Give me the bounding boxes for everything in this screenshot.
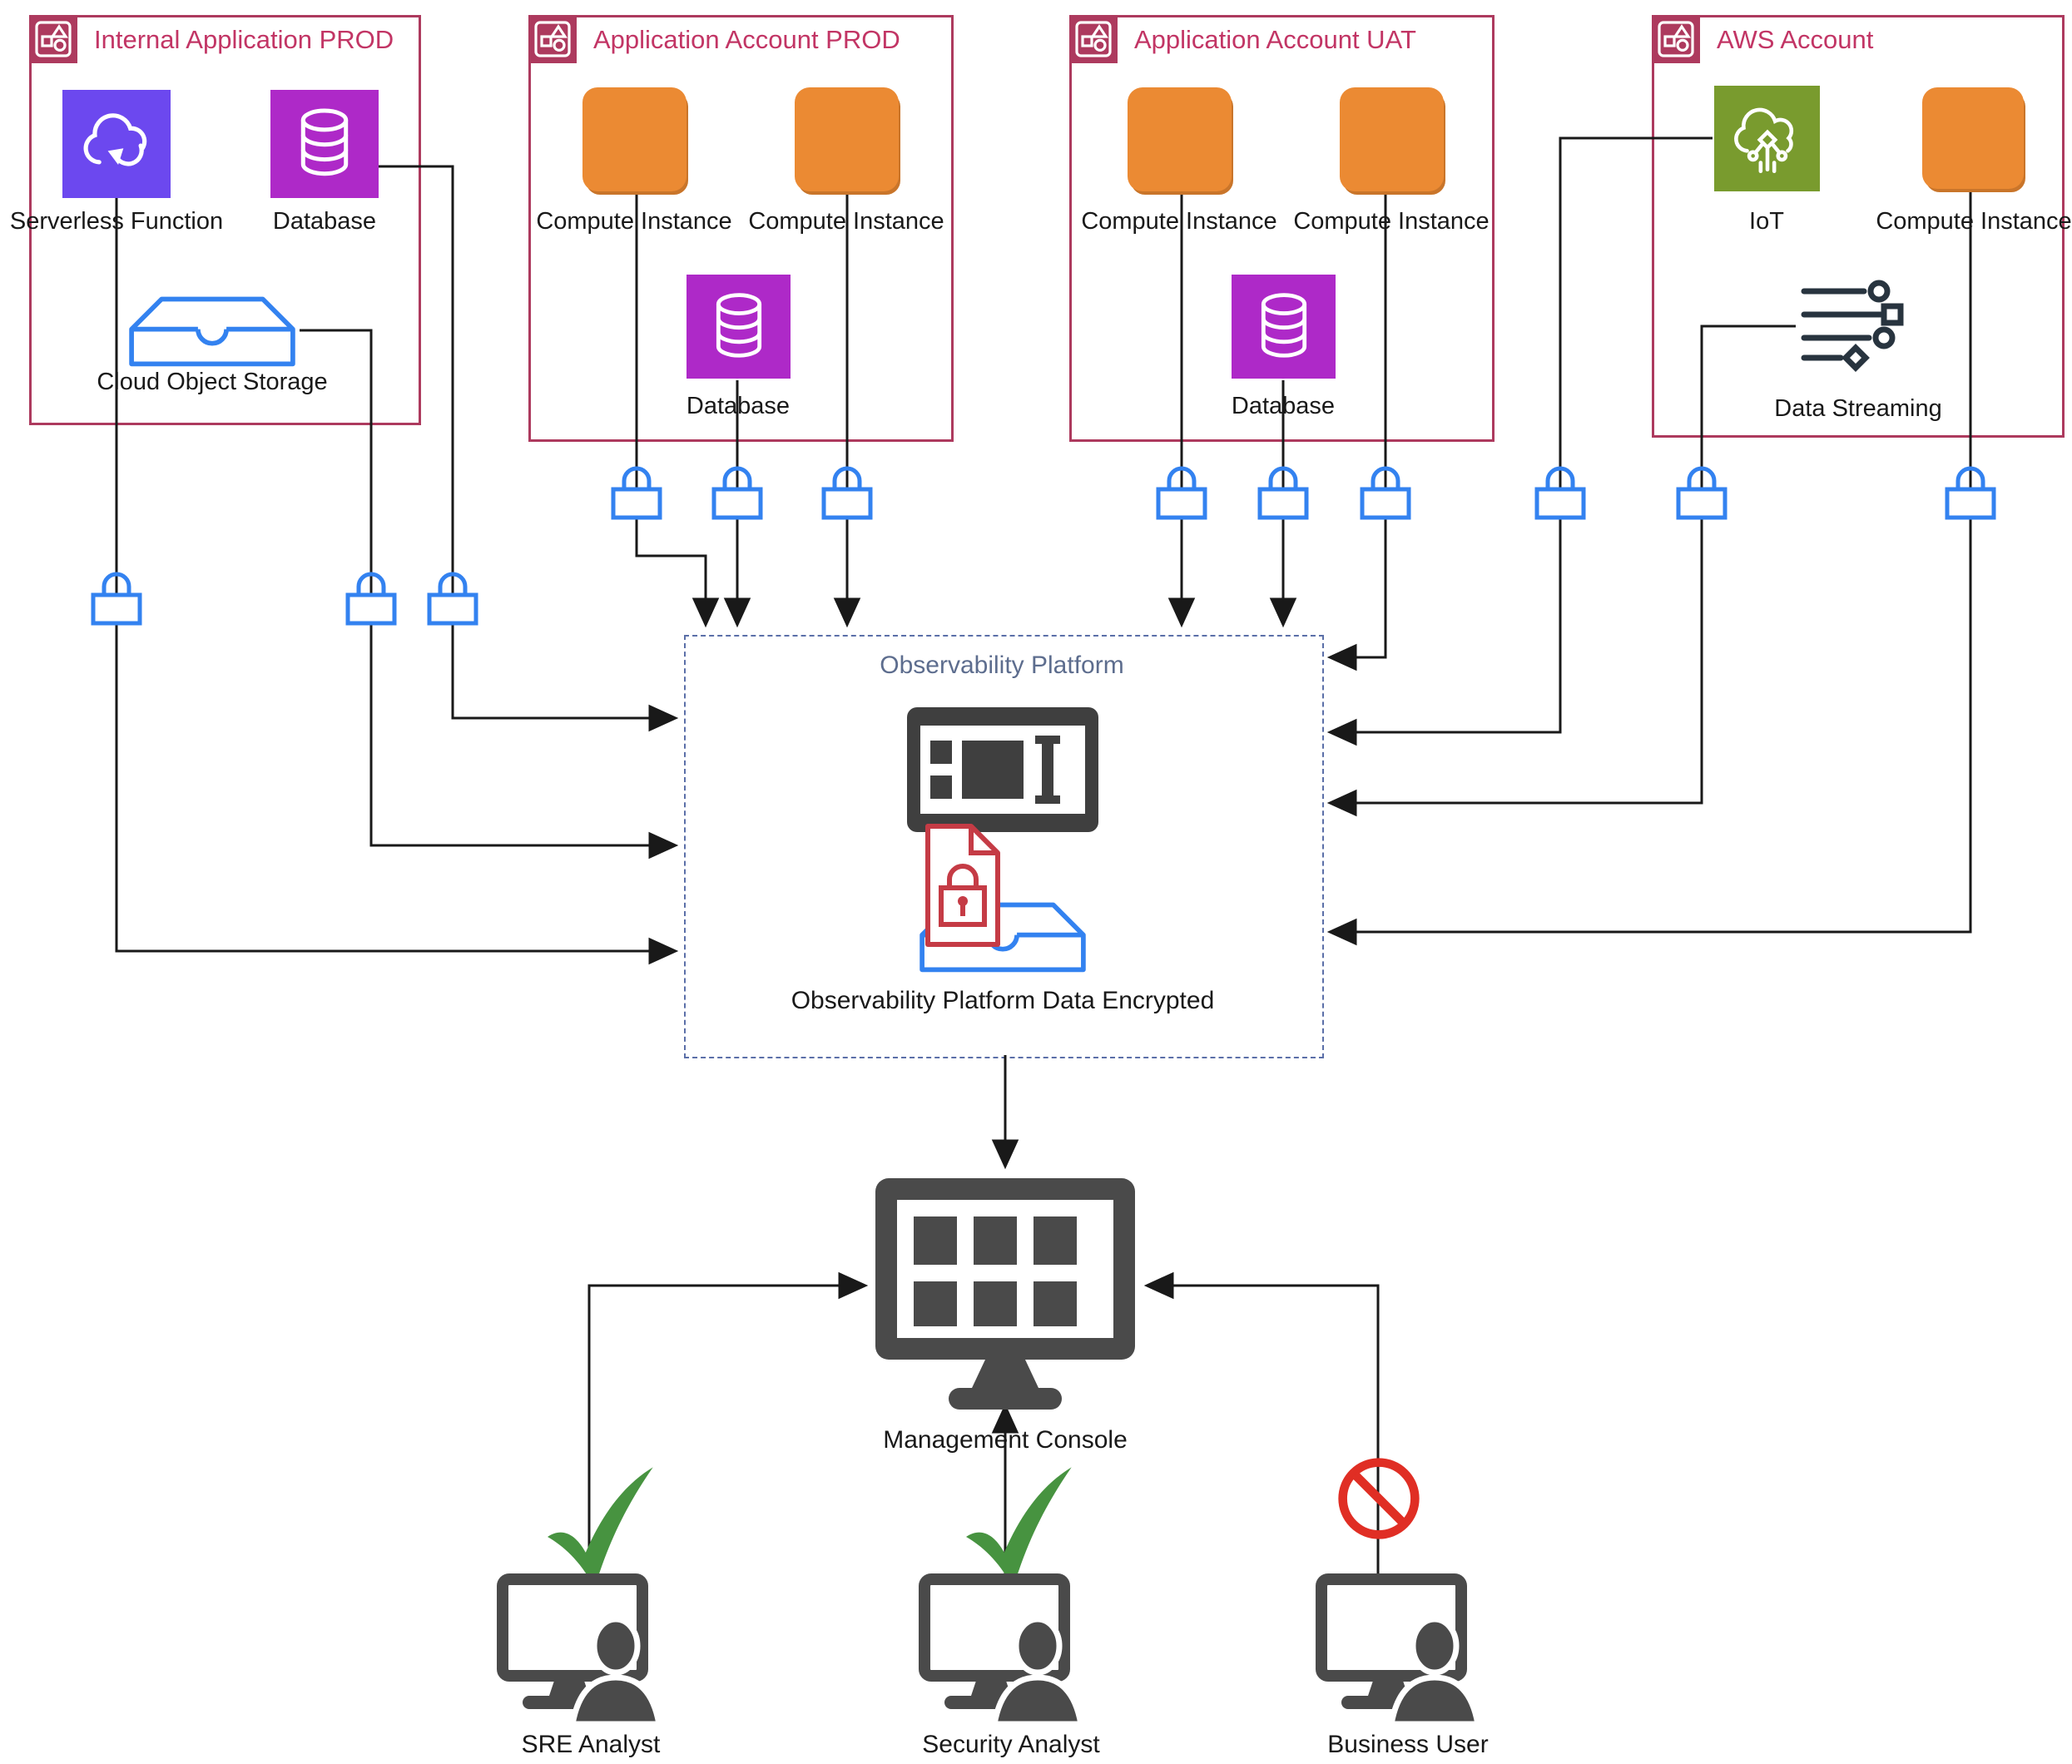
- connector-streaming-to-platform: [1326, 325, 1796, 817]
- user-label: SRE Analyst: [521, 1731, 661, 1758]
- lock-icon: [1534, 456, 1587, 525]
- compute-instance-icon: [1922, 87, 2024, 189]
- iot-icon: [1714, 86, 1820, 191]
- connector-iot-to-platform: [1326, 136, 1713, 746]
- compute-instance-icon: [1128, 87, 1232, 191]
- database-icon: [1232, 275, 1336, 379]
- compute-instance-icon: [582, 87, 687, 191]
- lock-icon: [1257, 456, 1310, 525]
- database-label: Database: [1231, 393, 1336, 419]
- resource-group-icon: [29, 15, 77, 63]
- compute-instance-icon: [795, 87, 899, 191]
- lock-icon: [1155, 456, 1208, 525]
- no-entry-icon: [1335, 1454, 1423, 1547]
- connector-database1-to-platform: [379, 165, 679, 732]
- check-icon: [959, 1463, 1076, 1596]
- compute-instance-label: Compute Instance: [1293, 208, 1490, 235]
- serverless-function-icon: [62, 90, 171, 198]
- compute-instance-label: Compute Instance: [1081, 208, 1277, 235]
- account-box-application-account-prod: [528, 15, 954, 442]
- lock-icon: [1944, 456, 1997, 525]
- user-at-computer-icon: [918, 1573, 1093, 1728]
- compute-instance-label: Compute Instance: [1876, 208, 2072, 235]
- resource-group-icon: [1069, 15, 1118, 63]
- lock-icon: [1359, 456, 1412, 525]
- lock-icon: [345, 562, 398, 631]
- user-label: Security Analyst: [922, 1731, 1100, 1758]
- lock-icon: [820, 456, 874, 525]
- account-title: Application Account UAT: [1134, 25, 1416, 54]
- resource-group-icon: [528, 15, 577, 63]
- compute-instance-label: Compute Instance: [536, 208, 732, 235]
- lock-icon: [711, 456, 764, 525]
- resource-group-icon: [1652, 15, 1700, 63]
- user-label: Business User: [1327, 1731, 1489, 1758]
- account-title: Internal Application PROD: [94, 25, 394, 54]
- account-title: AWS Account: [1717, 25, 1874, 54]
- connector-serverless-to-platform: [115, 198, 679, 965]
- connector-aws-ci-to-platform: [1326, 190, 1972, 946]
- dashboard-icon: [907, 707, 1098, 836]
- database-icon: [270, 90, 379, 198]
- connector-sre-to-console: [587, 1271, 869, 1579]
- connector-prod-ci1-to-platform: [635, 191, 720, 628]
- serverless-function-label: Serverless Function: [9, 208, 224, 235]
- connector-business-to-console: [1143, 1271, 1380, 1579]
- check-icon: [541, 1463, 657, 1596]
- user-at-computer-icon: [1315, 1573, 1490, 1728]
- connector-uat-ci2-to-platform: [1326, 191, 1387, 671]
- observability-platform-title: Observability Platform: [880, 652, 1124, 679]
- user-at-computer-icon: [496, 1573, 671, 1728]
- cloud-object-storage-label: Cloud Object Storage: [97, 369, 328, 395]
- compute-instance-icon: [1340, 87, 1444, 191]
- connector-storage-to-platform: [300, 329, 679, 860]
- data-streaming-icon: [1797, 273, 1918, 384]
- iot-label: IoT: [1749, 208, 1784, 235]
- database-label: Database: [686, 393, 791, 419]
- lock-icon: [1675, 456, 1728, 525]
- platform-data-label: Observability Platform Data Encrypted: [791, 987, 1215, 1014]
- database-label: Database: [272, 208, 377, 235]
- database-icon: [687, 275, 791, 379]
- lock-icon: [610, 456, 663, 525]
- management-console-icon: [875, 1178, 1135, 1415]
- encrypted-document-icon: [920, 820, 1011, 965]
- compute-instance-label: Compute Instance: [748, 208, 944, 235]
- cloud-object-storage-icon: [125, 291, 300, 374]
- account-box-aws-account: [1652, 15, 2065, 438]
- management-console-label: Management Console: [883, 1426, 1128, 1454]
- lock-icon: [90, 562, 143, 631]
- lock-icon: [426, 562, 479, 631]
- account-title: Application Account PROD: [593, 25, 900, 54]
- data-streaming-label: Data Streaming: [1774, 395, 1942, 422]
- account-box-internal-application-prod: [29, 15, 421, 425]
